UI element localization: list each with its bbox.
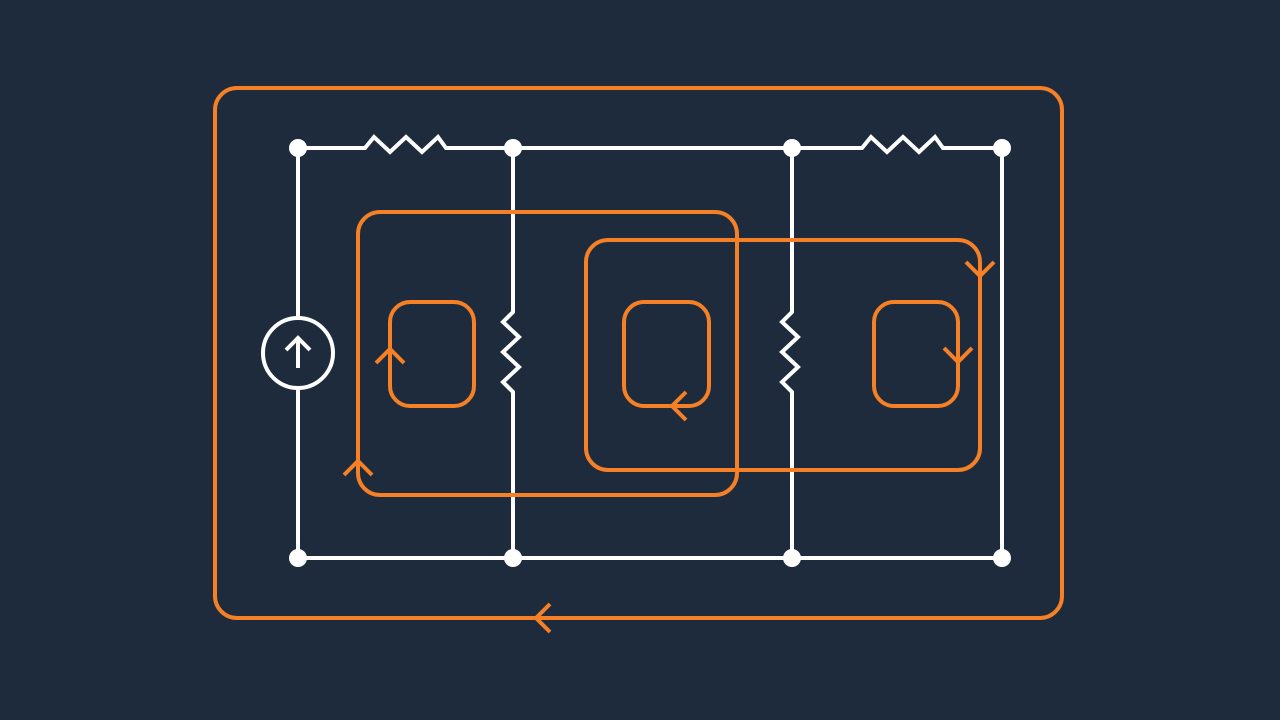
arrow-up-head-icon <box>284 335 312 352</box>
loop-outer-arrow-icon <box>533 602 552 634</box>
top-wire-left <box>298 133 513 155</box>
resistor-middle-left <box>500 148 522 558</box>
current-loops <box>213 86 1064 634</box>
loop-large-left-arrow-icon <box>342 458 374 477</box>
node <box>783 139 801 157</box>
node <box>504 139 522 157</box>
loop-large-right <box>584 238 982 472</box>
loop-mesh-3-arrow-icon <box>942 346 974 365</box>
node <box>289 139 307 157</box>
current-source-circle <box>261 316 335 390</box>
current-source <box>261 316 335 390</box>
loop-mesh-2 <box>622 300 711 408</box>
node <box>993 139 1011 157</box>
loop-mesh-1 <box>388 300 476 408</box>
resistor-middle-right <box>779 148 801 558</box>
loop-outer <box>213 86 1064 620</box>
circuit-wires <box>296 133 1004 560</box>
loop-large-left <box>356 210 739 497</box>
loop-mesh-2-arrow-icon <box>669 390 688 422</box>
node <box>993 549 1011 567</box>
node <box>289 549 307 567</box>
top-wire-right <box>792 133 1002 155</box>
loop-mesh-1-arrow-icon <box>374 346 406 365</box>
loop-mesh-3 <box>872 300 960 408</box>
node <box>783 549 801 567</box>
nodes <box>289 139 1011 567</box>
loop-large-right-arrow-icon <box>964 260 996 279</box>
node <box>504 549 522 567</box>
